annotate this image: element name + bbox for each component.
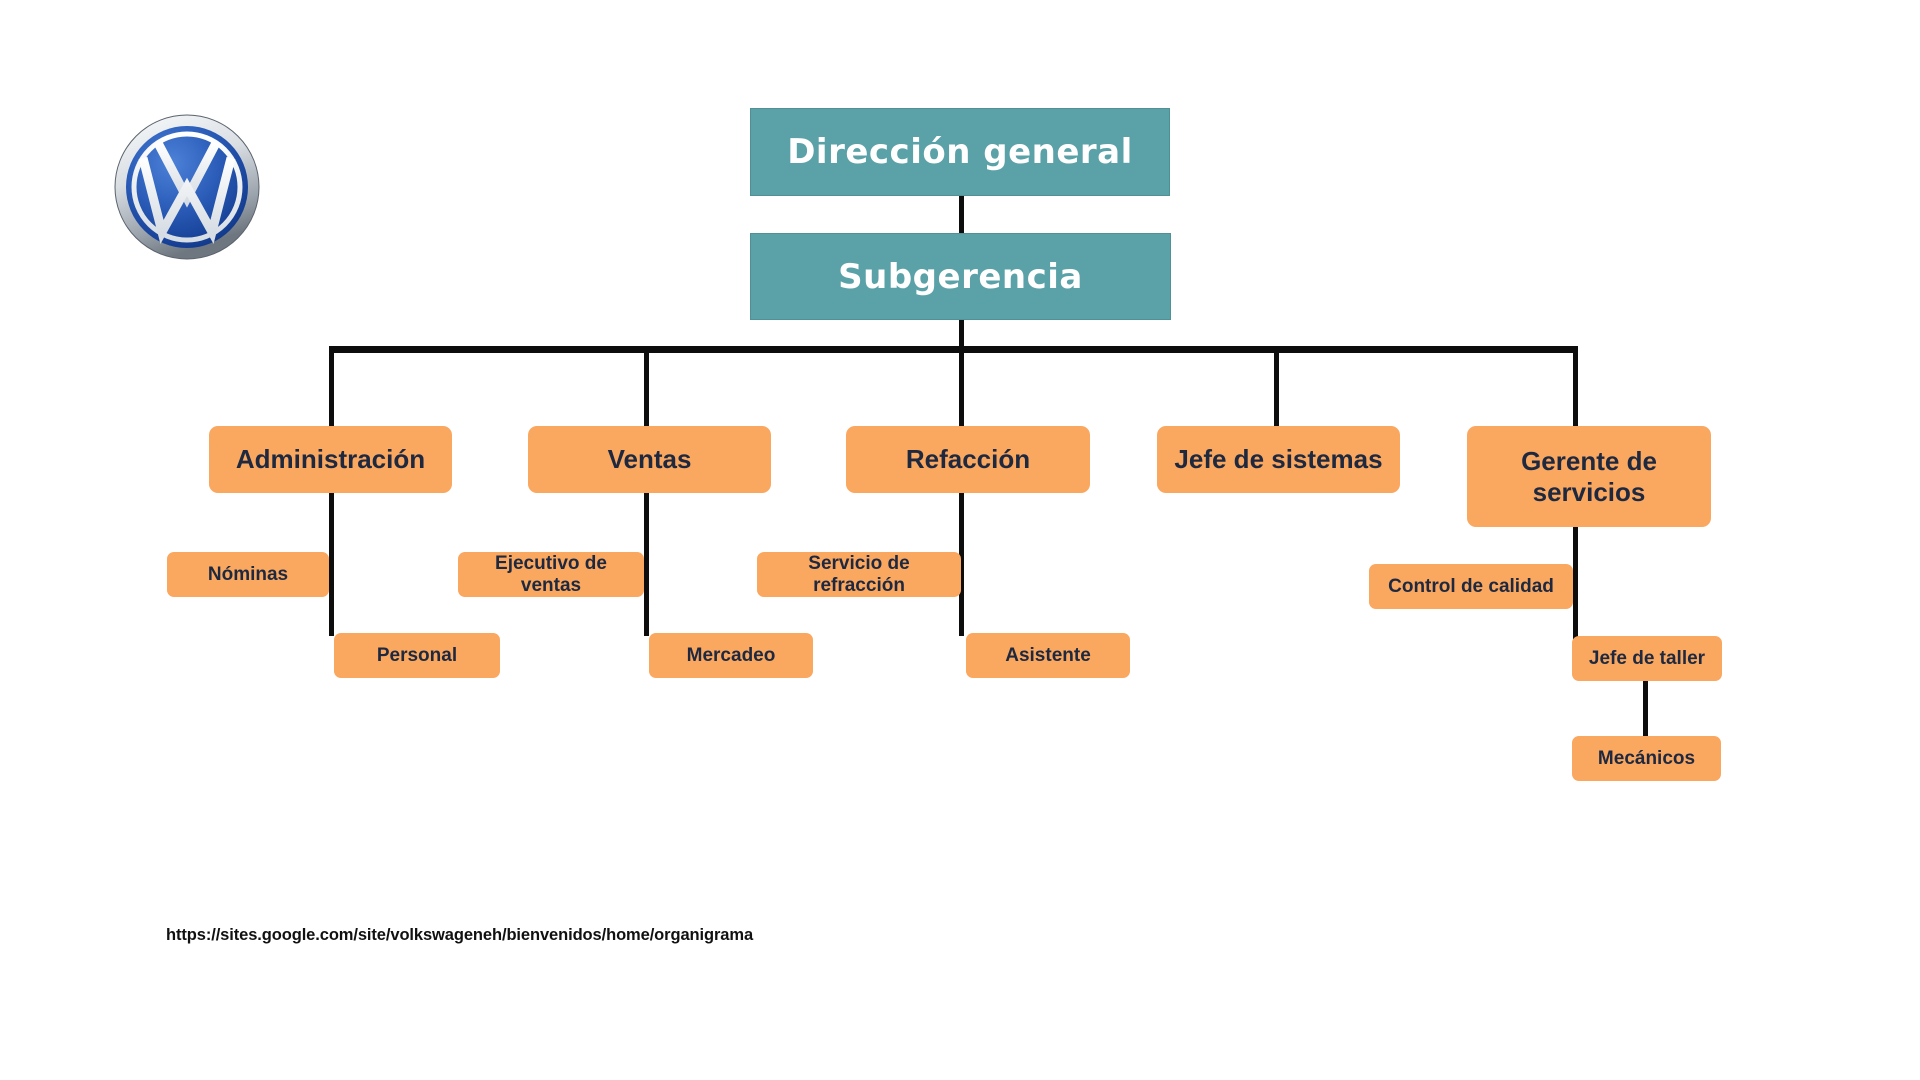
node-mercadeo: Mercadeo [649,633,813,678]
node-personal-label: Personal [376,644,458,666]
node-asistente-label: Asistente [1005,644,1091,666]
node-gerente-servicios: Gerente de servicios [1467,426,1711,527]
node-direccion-general-label: Dirección general [787,132,1133,172]
node-direccion-general: Dirección general [750,108,1170,196]
node-mecanicos-label: Mecánicos [1597,747,1696,769]
connector-taller-to-mecanicos [1643,681,1648,738]
node-jefe-sistemas: Jefe de sistemas [1157,426,1400,493]
node-servicio-de-refraccion-label: Servicio de refracción [808,552,910,596]
node-control-de-calidad: Control de calidad [1369,564,1573,609]
node-administracion-label: Administración [235,444,426,475]
node-refaccion-label: Refacción [905,444,1031,475]
node-control-de-calidad-label: Control de calidad [1388,575,1554,597]
connector-jefe-sistemas [1274,346,1279,430]
connector-horizontal-bar [329,346,1578,353]
connector-root-to-sub [959,196,964,234]
vw-logo-icon [114,114,260,260]
node-subgerencia: Subgerencia [750,233,1171,320]
node-asistente: Asistente [966,633,1130,678]
node-ventas-label: Ventas [607,444,692,475]
node-gerente-servicios-label: Gerente de servicios [1521,445,1657,507]
node-mecanicos: Mecánicos [1572,736,1721,781]
node-nominas: Nóminas [167,552,329,597]
node-ejecutivo-de-ventas-label: Ejecutivo de ventas [495,552,607,596]
node-servicio-de-refraccion: Servicio de refracción [757,552,961,597]
node-ejecutivo-de-ventas: Ejecutivo de ventas [458,552,644,597]
node-ventas: Ventas [528,426,771,493]
node-subgerencia-label: Subgerencia [838,256,1083,297]
node-nominas-label: Nóminas [207,563,289,585]
node-jefe-de-taller-label: Jefe de taller [1588,647,1706,669]
node-jefe-sistemas-label: Jefe de sistemas [1174,444,1383,475]
node-administracion: Administración [209,426,452,493]
node-jefe-de-taller: Jefe de taller [1572,636,1722,681]
source-url: https://sites.google.com/site/volkswagen… [166,926,754,944]
node-mercadeo-label: Mercadeo [686,644,776,666]
node-personal: Personal [334,633,500,678]
node-refaccion: Refacción [846,426,1090,493]
volkswagen-logo [112,112,262,262]
connector-sub-trunk [959,319,964,347]
